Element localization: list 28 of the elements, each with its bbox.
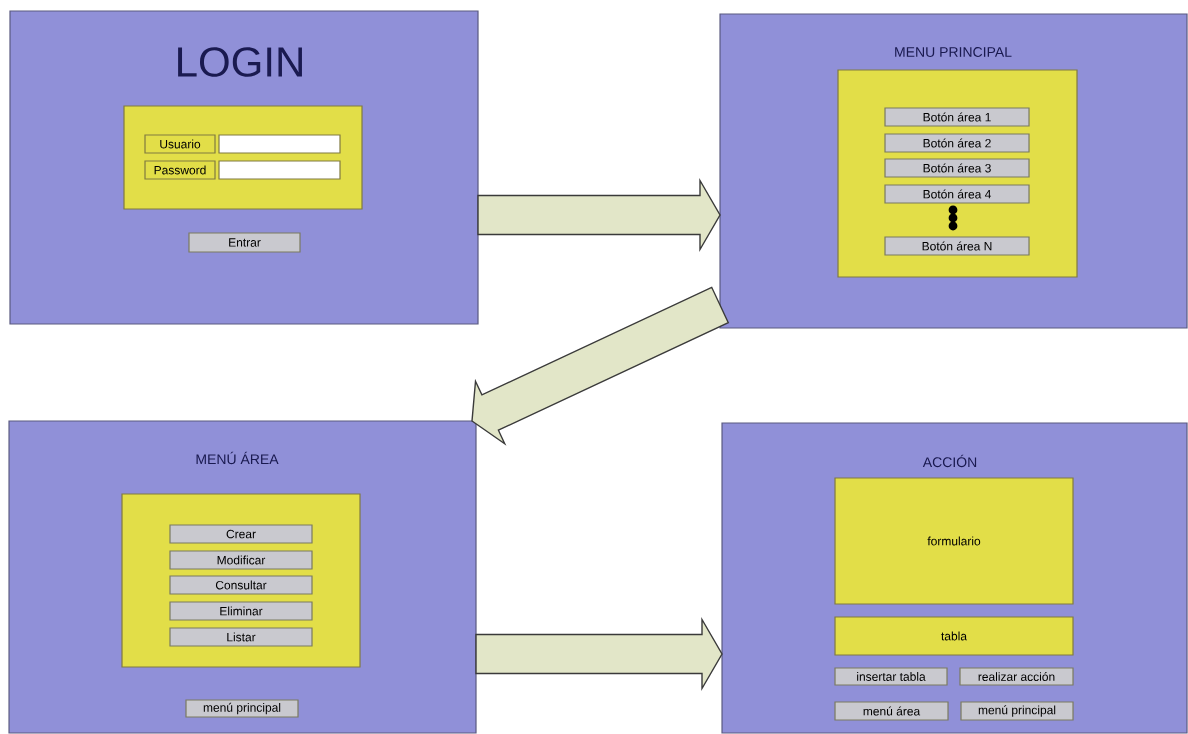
block-arrow: [477, 177, 721, 253]
screen-title: MENU PRINCIPAL: [895, 47, 1012, 57]
screen-title: MENÚ ÁREA: [196, 451, 279, 465]
content-area: formulario: [834, 477, 1074, 605]
button: Entrar: [188, 232, 301, 253]
button: insertar tabla: [834, 667, 948, 686]
button: realizar acción: [959, 667, 1074, 686]
button: menú área: [834, 701, 949, 721]
button: Botón área 4: [884, 184, 1030, 204]
block-arrow: [475, 616, 723, 692]
screen-title: LOGIN: [178, 47, 302, 77]
button: Botón área 1: [884, 107, 1030, 127]
button: Listar: [169, 627, 313, 647]
button: Botón área N: [884, 236, 1030, 256]
button: Botón área 2: [884, 133, 1030, 153]
button: Modificar: [169, 550, 313, 570]
screen-title: ACCIÓN: [922, 454, 977, 468]
input-field: [218, 160, 341, 180]
content-area: tabla: [834, 616, 1074, 656]
button: menú principal: [960, 701, 1074, 721]
field-label: Password: [144, 160, 216, 180]
button: Eliminar: [169, 601, 313, 621]
button: Consultar: [169, 575, 313, 595]
button: Crear: [169, 524, 313, 544]
input-field: [218, 134, 341, 154]
field-label: Usuario: [144, 134, 216, 154]
button: menú principal: [185, 699, 299, 718]
button: Botón área 3: [884, 158, 1030, 178]
